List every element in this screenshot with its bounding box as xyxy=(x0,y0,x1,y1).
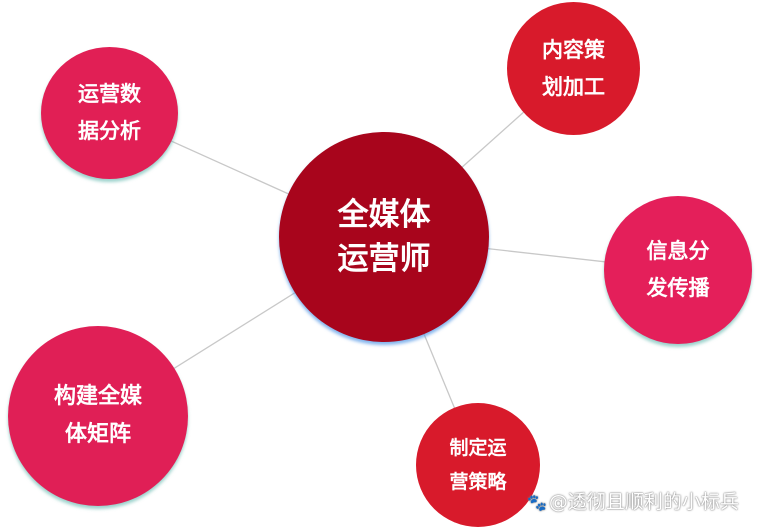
node-label-line1: 制定运 xyxy=(449,437,507,459)
node-label-line2: 营策略 xyxy=(449,471,507,493)
node-distribution: 信息分 发传播 xyxy=(604,196,752,344)
node-label-line1: 运营数 xyxy=(78,82,141,106)
paw-icon: 🐾 xyxy=(527,493,547,512)
node-label-line1: 内容策 xyxy=(542,37,605,62)
node-media-matrix: 构建全媒 体矩阵 xyxy=(8,326,188,506)
node-label-line2: 体矩阵 xyxy=(64,422,131,447)
center-node: 全媒体 运营师 xyxy=(279,132,489,342)
node-data-analysis: 运营数 据分析 xyxy=(41,47,178,179)
node-label-line2: 划加工 xyxy=(542,74,605,99)
node-strategy: 制定运 营策略 xyxy=(416,403,540,527)
center-label-line2: 运营师 xyxy=(337,241,431,277)
node-label-line2: 据分析 xyxy=(78,119,141,143)
node-label-line1: 构建全媒 xyxy=(53,384,142,409)
node-label-line2: 发传播 xyxy=(646,276,710,300)
center-label-line1: 全媒体 xyxy=(337,197,431,233)
watermark-text: @透彻且顺利的小标兵 xyxy=(548,491,739,513)
node-content-planning: 内容策 划加工 xyxy=(507,2,640,135)
node-label-line1: 信息分 xyxy=(646,239,710,263)
watermark: 🐾@透彻且顺利的小标兵 xyxy=(527,487,739,514)
